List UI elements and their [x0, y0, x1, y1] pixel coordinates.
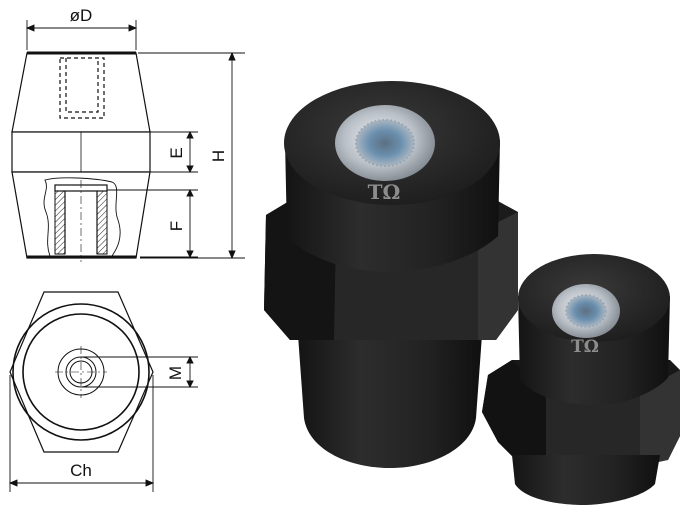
- dim-label-m: M: [166, 366, 185, 380]
- dim-label-ch: Ch: [70, 461, 92, 480]
- top-view-drawing: [9, 291, 154, 453]
- dimension-diameter: [25, 20, 138, 50]
- dimension-e: [150, 130, 198, 174]
- side-view-drawing: [11, 51, 151, 262]
- large-insulator-photo: [264, 81, 518, 468]
- dimension-m: [81, 355, 198, 389]
- small-insulator-logo: TΩ: [571, 337, 599, 357]
- small-insulator-photo: [482, 254, 680, 505]
- dim-label-e: E: [167, 147, 186, 158]
- dimension-f: [107, 188, 198, 259]
- dim-label-height: H: [209, 150, 228, 162]
- dim-label-f: F: [167, 221, 186, 231]
- dimension-ch: [8, 375, 155, 492]
- large-insulator-logo: TΩ: [368, 180, 401, 204]
- dimension-height: [138, 51, 245, 260]
- dim-label-diameter: øD: [70, 6, 93, 25]
